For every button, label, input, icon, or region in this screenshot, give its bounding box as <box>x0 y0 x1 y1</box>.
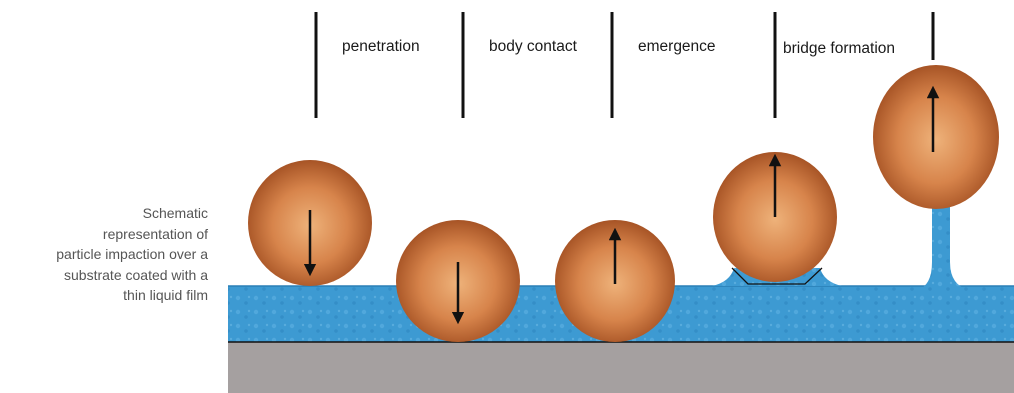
particle-1 <box>248 160 372 286</box>
particle-5 <box>873 65 999 209</box>
stage-label-penetration: penetration <box>342 38 420 55</box>
stage-separators <box>316 12 933 118</box>
stage-label-body-contact: body contact <box>489 38 578 55</box>
stage-label-emergence: emergence <box>638 38 716 55</box>
particle-2 <box>396 220 520 342</box>
stage-label-bridge-formation: bridge formation <box>783 40 895 57</box>
particle-4 <box>713 152 837 282</box>
solid-substrate <box>228 342 1014 393</box>
particle-3 <box>555 220 675 342</box>
liquid-bridge <box>917 204 970 290</box>
